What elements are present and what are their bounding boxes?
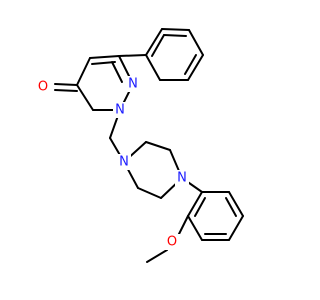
bond: [54, 89, 78, 92]
methoxy-oxygen-label: O: [167, 235, 177, 250]
bond: [225, 197, 237, 217]
pyridazinone-n2-label: N: [128, 77, 138, 92]
bond: [137, 187, 162, 199]
piperazine-n2-label: N: [177, 171, 187, 186]
methoxy-oxygen-atom: O: [165, 234, 180, 250]
bond: [89, 55, 120, 59]
bond: [188, 29, 204, 56]
pyridazinone-n2-atom: N: [126, 76, 140, 92]
bond: [184, 54, 197, 75]
bond: [76, 57, 91, 86]
bond: [111, 61, 123, 83]
bond: [163, 34, 187, 37]
bond: [145, 141, 171, 151]
bond: [76, 84, 94, 111]
bond: [177, 215, 189, 237]
bond: [194, 197, 206, 217]
carbonyl-oxygen-atom: O: [36, 79, 51, 95]
bond: [228, 215, 244, 241]
piperazine-n1-label: N: [119, 155, 129, 170]
bond: [145, 28, 163, 56]
bond: [54, 83, 78, 86]
bond-layer: [54, 28, 244, 263]
bond: [151, 34, 165, 57]
piperazine-n2-atom: N: [175, 170, 189, 186]
bond: [187, 191, 203, 217]
bond: [145, 54, 161, 81]
bond: [118, 54, 147, 57]
pyridazinone-n1-atom: N: [113, 102, 127, 118]
atom-layer: N N O N N O: [36, 76, 189, 250]
bond: [187, 215, 203, 241]
bond: [146, 249, 168, 263]
piperazine-n1-atom: N: [117, 154, 131, 170]
bond: [228, 191, 244, 217]
bond: [187, 54, 204, 81]
carbonyl-oxygen-label: O: [38, 80, 48, 95]
bond: [161, 28, 190, 31]
pyridazinone-n1-label: N: [115, 103, 125, 118]
molecule-structure: N N O N N O: [36, 28, 244, 263]
